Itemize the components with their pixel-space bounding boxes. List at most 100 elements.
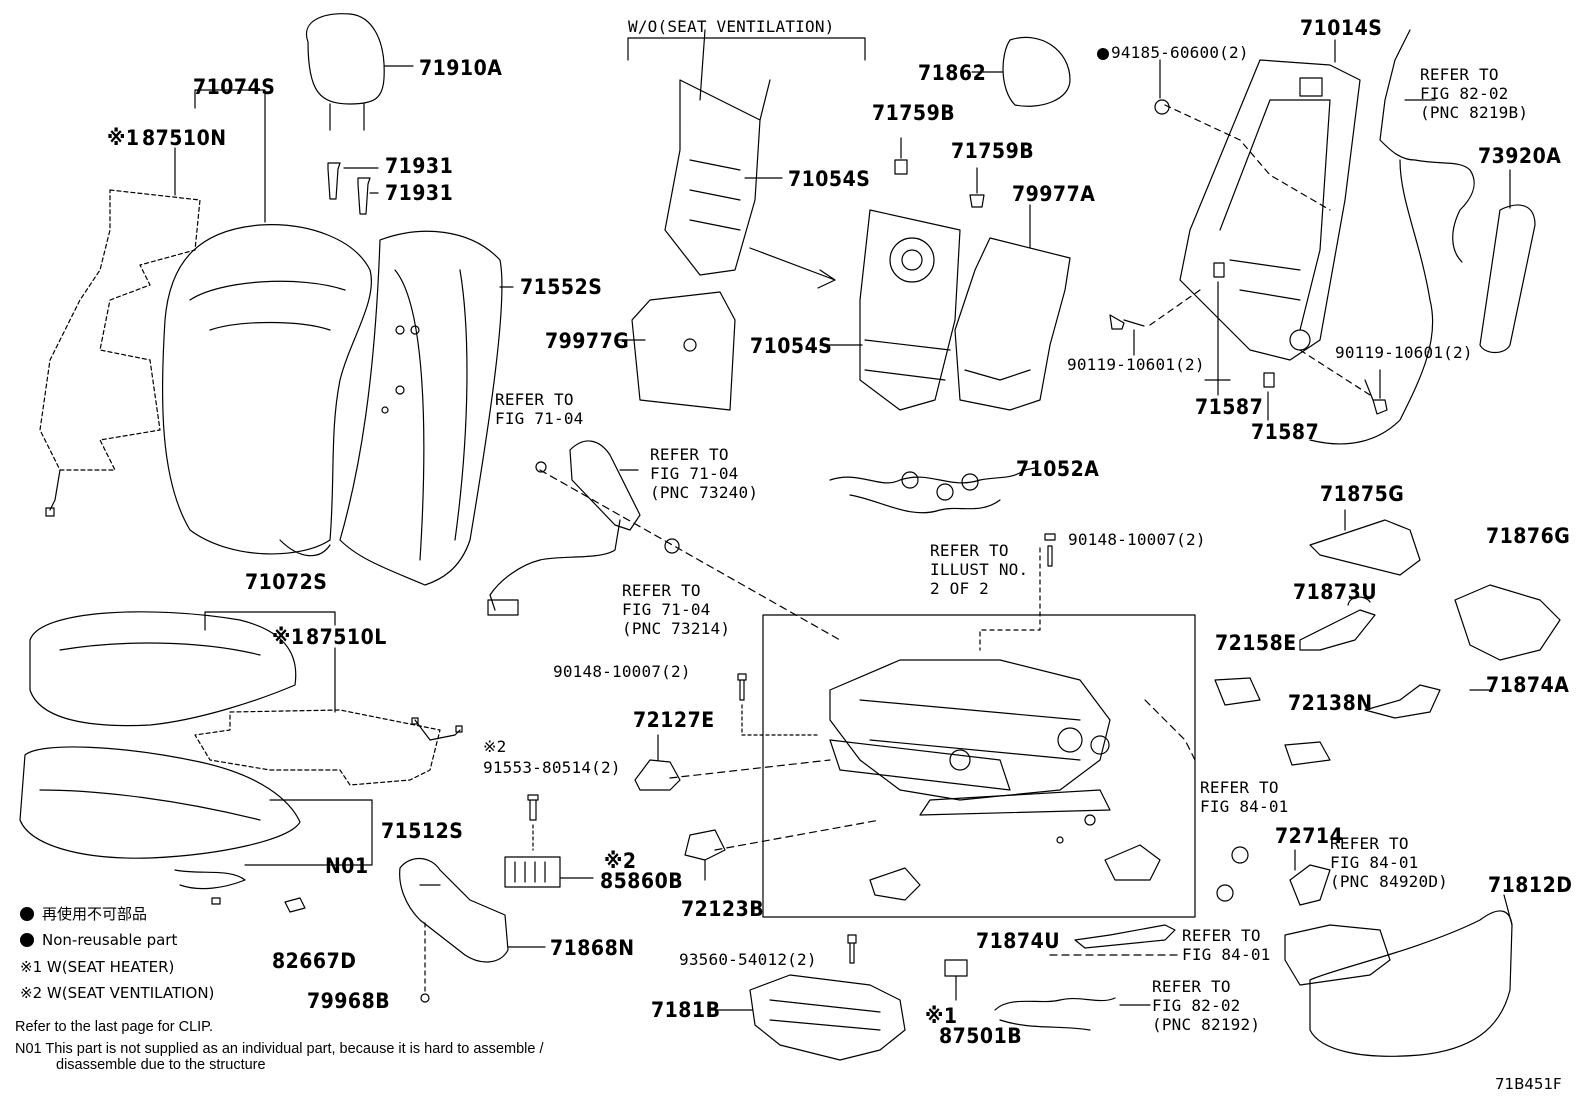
clip-71759B-a (894, 159, 908, 175)
label-71910A: 71910A (419, 56, 503, 80)
label-7181B: 7181B (651, 998, 721, 1022)
harness-71052A-drawing (829, 467, 1036, 514)
label-71054S-top: 71054S (788, 167, 871, 191)
label-72127E: 72127E (633, 708, 715, 732)
label-90148-b: 90148-10007(2) (1068, 530, 1206, 549)
label-85860B-mark: ※2 (604, 849, 637, 873)
seat-cushion-cover-drawing (29, 611, 336, 727)
note-line: REFER TO (1420, 65, 1499, 84)
airbag-and-harness-drawing (1204, 29, 1536, 445)
label-79977G: 79977G (545, 329, 630, 353)
headrest-drawing (305, 13, 414, 131)
label-71014S: 71014S (1300, 16, 1383, 40)
note-line: (PNC 73214) (622, 619, 731, 638)
ventilation-bracket-lower (819, 209, 961, 411)
legend-jp-text: 再使用不可部品 (42, 905, 148, 923)
label-90119-b: 90119-10601(2) (1335, 343, 1473, 362)
label-71052A: 71052A (1016, 457, 1100, 481)
note-line: FIG 71-04 (622, 600, 711, 619)
note-line: FIG 71-04 (650, 464, 739, 483)
lower-right-parts-drawing (944, 846, 1513, 1057)
label-71931-a: 71931 (385, 154, 454, 178)
label-79977A: 79977A (1012, 182, 1096, 206)
duct-71862-drawing (971, 36, 1071, 107)
non-reusable-dot-icon (20, 907, 34, 921)
clip-71587-drawings (1213, 262, 1275, 388)
note-line: (PNC 73240) (650, 483, 759, 502)
note-line: FIG 84-01 (1200, 797, 1289, 816)
bolt-drawings (327, 162, 379, 215)
label-72138N: 72138N (1288, 691, 1373, 715)
wo-ventilation-bracket (627, 29, 866, 289)
label-71552S: 71552S (520, 275, 603, 299)
note-line: REFER TO (930, 541, 1009, 560)
label-82667D: 82667D (272, 949, 357, 973)
label-71759B-b: 71759B (951, 139, 1035, 163)
note-line: (PNC 82192) (1152, 1015, 1261, 1034)
label-87510L: 87510L (306, 625, 387, 649)
seatback-pad-drawing (339, 230, 514, 586)
note-line: REFER TO (1330, 834, 1409, 853)
note-line: FIG 82-02 (1152, 996, 1241, 1015)
label-71074S: 71074S (193, 75, 276, 99)
non-reusable-dot-icon (20, 933, 34, 947)
label-71812D: 71812D (1488, 873, 1573, 897)
label-94185-text: 94185-60600(2) (1111, 43, 1249, 62)
side-covers-right-drawing (1214, 509, 1561, 766)
grommet-a (535, 461, 547, 473)
note-line: REFER TO (622, 581, 701, 600)
legend-seat-ventilation: ※2 W(SEAT VENTILATION) (20, 984, 215, 1002)
label-94185: 94185-60600(2) (1097, 43, 1249, 62)
cushion-frame-drawing (707, 934, 906, 1061)
label-93560: 93560-54012(2) (679, 950, 817, 969)
seat-cushion-pad-drawing (19, 746, 373, 905)
grommet-b (664, 538, 680, 554)
label-87510N-mark: ※1 (107, 126, 140, 150)
note-line: FIG 84-01 (1182, 945, 1271, 964)
label-71874A: 71874A (1486, 673, 1570, 697)
seatback-frame-drawing (1164, 39, 1361, 361)
label-71876G: 71876G (1486, 524, 1571, 548)
label-71759B-a: 71759B (872, 101, 956, 125)
note-line: (PNC 8219B) (1420, 103, 1529, 122)
label-73920A: 73920A (1478, 144, 1562, 168)
buckle-drawing (487, 440, 641, 616)
label-90148-a: 90148-10007(2) (553, 662, 691, 681)
legend-japanese: 再使用不可部品 (20, 905, 147, 923)
legend-seat-heater: ※1 W(SEAT HEATER) (20, 958, 175, 976)
label-87501B-mark: ※1 (925, 1004, 958, 1028)
label-90119-a: 90119-10601(2) (1067, 355, 1205, 374)
side-cover-inner-drawing (399, 857, 546, 1003)
heater-mat-drawing-bottom (194, 647, 463, 786)
footer-clip-note: Refer to the last page for CLIP. (15, 1019, 214, 1035)
label-71054S-lower: 71054S (750, 334, 833, 358)
clip-82667D-drawing (284, 897, 306, 913)
note-line: FIG 82-02 (1420, 84, 1509, 103)
footer-n01-line2: disassemble due to the structure (56, 1057, 266, 1073)
guide-lines (539, 469, 1196, 956)
label-71931-b: 71931 (385, 181, 454, 205)
label-71512S: 71512S (381, 819, 464, 843)
label-72714: 72714 (1275, 824, 1344, 848)
pad-79977A-drawing (954, 204, 1071, 411)
label-71875G: 71875G (1320, 482, 1405, 506)
label-71587-a: 71587 (1195, 395, 1264, 419)
heater-mat-drawing-top (39, 147, 201, 517)
nut-94185-drawing (1154, 99, 1170, 115)
label-72158E: 72158E (1215, 631, 1297, 655)
bracket-72127E-drawing (634, 673, 821, 791)
label-87510L-mark: ※1 (272, 625, 305, 649)
note-line: REFER TO (1182, 926, 1261, 945)
label-87510N: 87510N (142, 126, 227, 150)
pad-79977G-drawing (614, 291, 736, 411)
note-line: (PNC 84920D) (1330, 872, 1448, 891)
label-91553: 91553-80514(2) (483, 758, 621, 777)
note-line: 2 OF 2 (930, 579, 989, 598)
bracket-72123B-drawing (684, 829, 726, 881)
